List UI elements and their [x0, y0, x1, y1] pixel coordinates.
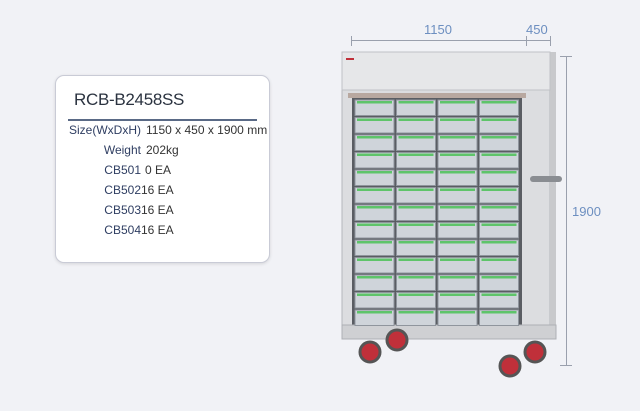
- drawer: [354, 134, 395, 151]
- spec-label: CB504: [104, 223, 141, 237]
- wheel-icon: [498, 354, 522, 378]
- brand-logo: [346, 58, 354, 60]
- drawer: [479, 99, 519, 116]
- spec-card: RCB-B2458SS Size(WxDxH) 1150 x 450 x 1900…: [55, 75, 270, 263]
- drawer: [479, 239, 519, 256]
- drawer: [396, 204, 436, 221]
- drawer: [437, 239, 478, 256]
- drawer: [479, 222, 519, 239]
- drawer: [437, 99, 478, 116]
- drawer: [437, 134, 478, 151]
- drawer: [479, 204, 519, 221]
- dim-tick: [550, 36, 551, 46]
- drawer: [396, 99, 436, 116]
- height-label: 1900: [572, 204, 601, 219]
- depth-label: 450: [526, 22, 548, 37]
- drawer: [396, 309, 436, 326]
- drawer: [354, 152, 395, 169]
- drawer: [396, 222, 436, 239]
- drawer: [396, 257, 436, 274]
- dim-tick: [351, 36, 352, 46]
- drawer: [396, 187, 436, 204]
- base: [341, 324, 557, 340]
- spec-value: 0 EA: [145, 163, 172, 177]
- drawer: [437, 204, 478, 221]
- drawer: [437, 309, 478, 326]
- model-title: RCB-B2458SS: [74, 90, 185, 109]
- spec-value: 16 EA: [141, 203, 174, 217]
- drawer: [354, 274, 395, 291]
- drawer: [354, 117, 395, 134]
- spec-label: CB501: [104, 163, 141, 177]
- dim-tick: [560, 56, 572, 57]
- drawer: [479, 169, 519, 186]
- drawer: [479, 257, 519, 274]
- drawer: [437, 169, 478, 186]
- dim-tick: [560, 365, 572, 366]
- drawer: [354, 222, 395, 239]
- drawer: [354, 257, 395, 274]
- drawer: [354, 169, 395, 186]
- drawer: [437, 117, 478, 134]
- drawer: [396, 274, 436, 291]
- drawer: [479, 187, 519, 204]
- spec-label: Size(WxDxH): [69, 123, 141, 137]
- width-dimension-line: [351, 40, 551, 41]
- drawer: [479, 309, 519, 326]
- drawer: [354, 292, 395, 309]
- spec-value: 16 EA: [141, 223, 174, 237]
- drawer: [437, 274, 478, 291]
- drawer: [396, 117, 436, 134]
- spec-value: 16 EA: [141, 183, 174, 197]
- width-label: 1150: [424, 22, 452, 37]
- drawer: [354, 309, 395, 326]
- drawer: [354, 99, 395, 116]
- drawer: [479, 117, 519, 134]
- spec-label: CB503: [104, 203, 141, 217]
- drawer: [479, 292, 519, 309]
- cabinet-side: [550, 52, 556, 338]
- drawer: [354, 239, 395, 256]
- spec-label: CB502: [104, 183, 141, 197]
- dim-tick: [526, 36, 527, 46]
- drawer: [437, 222, 478, 239]
- drawer: [437, 187, 478, 204]
- drawer: [479, 274, 519, 291]
- drawer: [479, 134, 519, 151]
- spec-value: 1150 x 450 x 1900 mm: [146, 123, 268, 137]
- top-rail: [348, 93, 526, 98]
- drawer: [437, 152, 478, 169]
- drawer: [354, 187, 395, 204]
- height-dimension-line: [566, 56, 567, 366]
- drawer: [396, 134, 436, 151]
- drawer: [437, 257, 478, 274]
- drawer: [479, 152, 519, 169]
- spec-value: 202kg: [146, 143, 179, 157]
- drawer: [396, 239, 436, 256]
- wheel-icon: [385, 328, 409, 352]
- spec-label: Weight: [103, 143, 141, 157]
- wheel-icon: [523, 340, 547, 364]
- drawer: [396, 152, 436, 169]
- drawer: [396, 292, 436, 309]
- drawer: [396, 169, 436, 186]
- handle-icon: [530, 176, 562, 182]
- wheel-icon: [358, 340, 382, 364]
- title-divider: [68, 119, 257, 121]
- drawer: [354, 204, 395, 221]
- top-panel: [341, 51, 551, 91]
- drawer: [437, 292, 478, 309]
